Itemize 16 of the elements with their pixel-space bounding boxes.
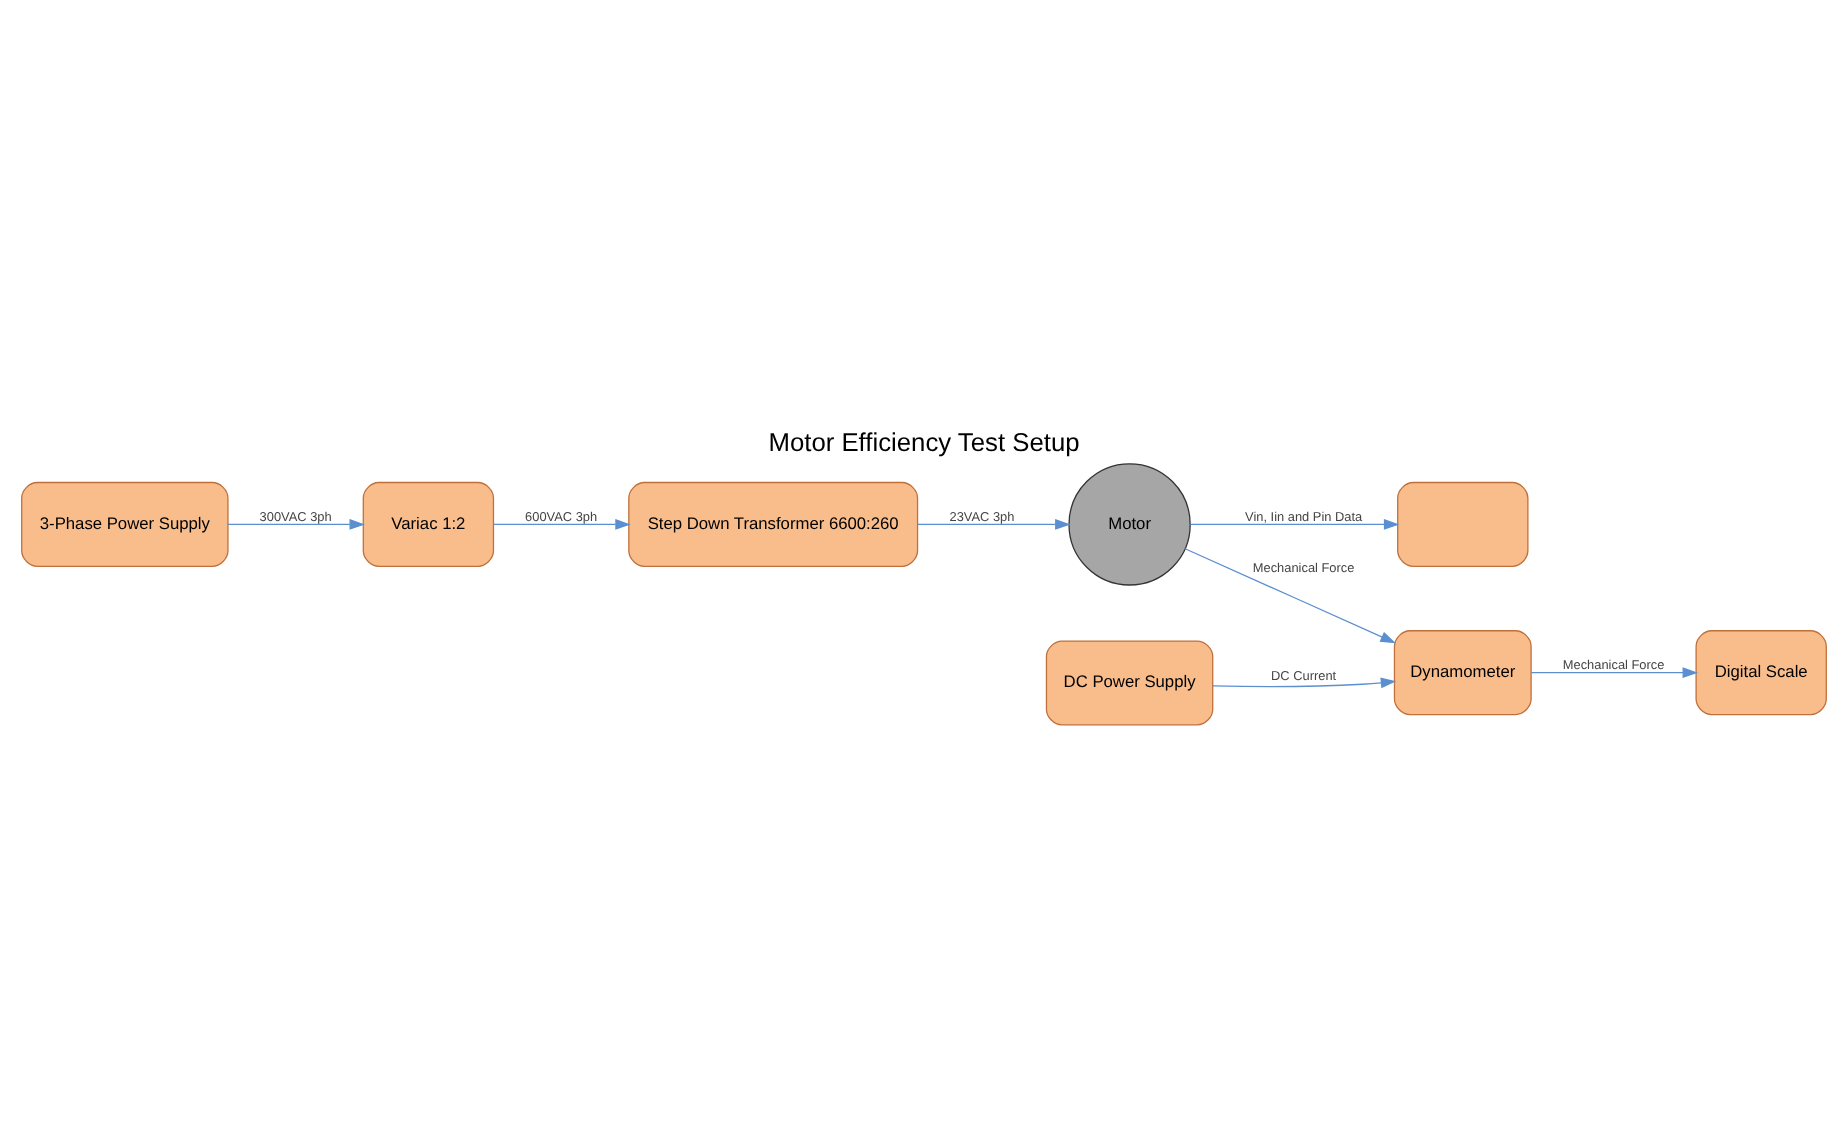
arrow — [493, 518, 631, 529]
diagram-title: Motor Efficiency Test Setup — [768, 425, 1080, 456]
arrow — [1212, 676, 1397, 688]
arrow — [227, 518, 365, 529]
arrow — [1189, 518, 1400, 529]
node-box: DC Power Supply — [1045, 639, 1214, 725]
node-box: Digital Scale — [1695, 629, 1827, 715]
node-box — [1397, 480, 1529, 566]
node-box: Variac 1:2 — [362, 480, 495, 566]
node-box: Dynamometer — [1393, 629, 1532, 715]
node-box: Step Down Transformer 6600:260 — [628, 480, 919, 566]
arrow — [917, 518, 1071, 529]
arrow — [1530, 666, 1699, 678]
node-box: 3-Phase Power Supply — [21, 480, 229, 566]
node-circle: Motor — [1068, 462, 1191, 585]
arrow — [1184, 547, 1396, 643]
